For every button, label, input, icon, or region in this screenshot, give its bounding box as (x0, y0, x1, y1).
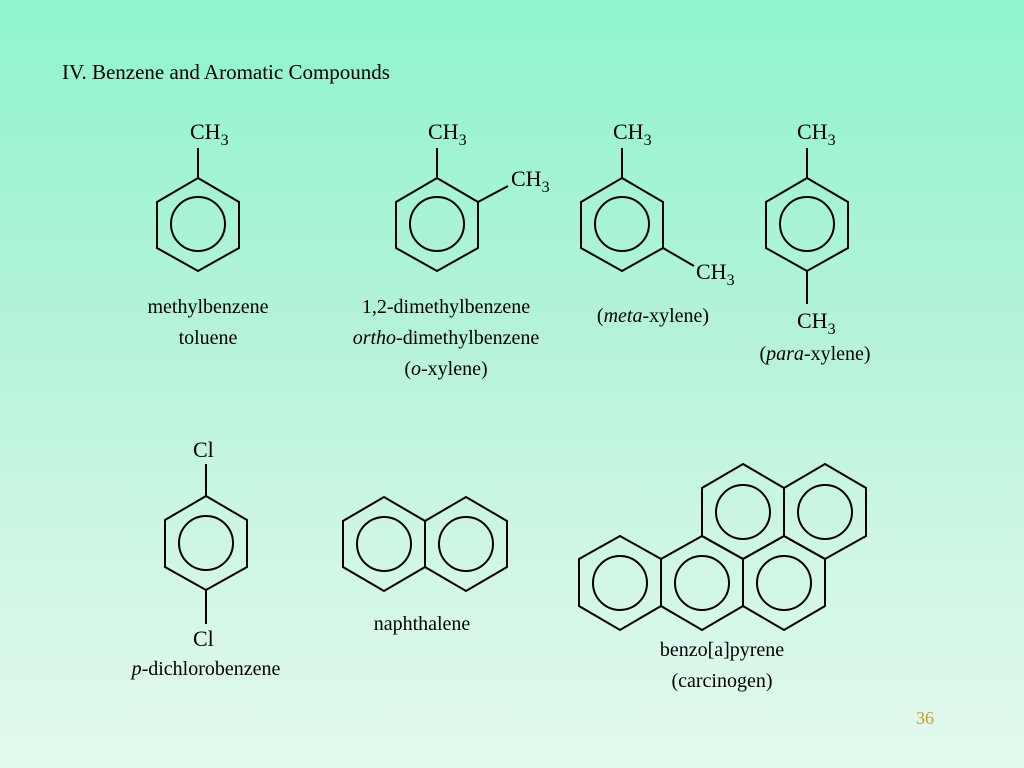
toluene-name: methylbenzene toluene (147, 296, 269, 349)
aromatic-circle (592, 555, 648, 611)
benzene-ring (424, 495, 508, 593)
benzene-ring (156, 176, 240, 273)
aromatic-circle (356, 516, 412, 572)
aromatic-circle (409, 196, 465, 252)
benzo-a-pyrene-name: benzo[a]pyrene (carcinogen) (659, 639, 785, 692)
benzene-ring (395, 176, 479, 273)
methyl-label: CH3 (428, 119, 467, 149)
toluene-structure: CH3 (156, 119, 240, 273)
p-dichlorobenzene-name: p-dichlorobenzene (131, 658, 281, 680)
m-xylene-name: (meta-xylene) (596, 305, 710, 327)
page-number: 36 (916, 708, 934, 728)
m-xylene-structure: CH3 CH3 (580, 119, 735, 289)
benzene-ring (342, 495, 426, 593)
benzene-ring (701, 462, 785, 561)
methyl-label: CH3 (190, 119, 229, 149)
methyl-label: CH3 (797, 308, 836, 338)
benzo-a-pyrene-structure (578, 462, 867, 632)
chloro-label: Cl (193, 626, 214, 651)
benzene-ring (164, 494, 248, 592)
benzene-ring (660, 534, 744, 632)
aromatic-circle (438, 516, 494, 572)
chloro-label: Cl (193, 437, 214, 462)
naphthalene-structure (342, 495, 508, 593)
benzene-ring (783, 462, 867, 561)
benzene-ring (765, 176, 849, 273)
benzene-ring (742, 534, 826, 632)
aromatic-circle (797, 484, 853, 540)
slide-title: IV. Benzene and Aromatic Compounds (62, 60, 390, 84)
p-dichlorobenzene-structure: Cl Cl (164, 437, 248, 651)
bond-line (662, 247, 695, 267)
o-xylene-name: 1,2-dimethylbenzene ortho-dimethylbenzen… (352, 296, 540, 380)
aromatic-circle (170, 196, 226, 252)
benzene-ring (578, 534, 662, 632)
p-xylene-structure: CH3 CH3 (765, 119, 849, 338)
methyl-label: CH3 (511, 166, 550, 196)
methyl-label: CH3 (613, 119, 652, 149)
bond-line (477, 185, 509, 203)
aromatic-circle (178, 515, 234, 571)
benzene-ring (580, 176, 664, 273)
aromatic-circle (779, 196, 835, 252)
naphthalene-name: naphthalene (373, 613, 471, 635)
aromatic-circle (756, 555, 812, 611)
methyl-label: CH3 (797, 119, 836, 149)
methyl-label: CH3 (696, 259, 735, 289)
o-xylene-structure: CH3 CH3 (395, 119, 550, 273)
p-xylene-name: (para-xylene) (759, 343, 871, 365)
aromatic-circle (715, 484, 771, 540)
aromatic-circle (674, 555, 730, 611)
aromatic-circle (594, 196, 650, 252)
